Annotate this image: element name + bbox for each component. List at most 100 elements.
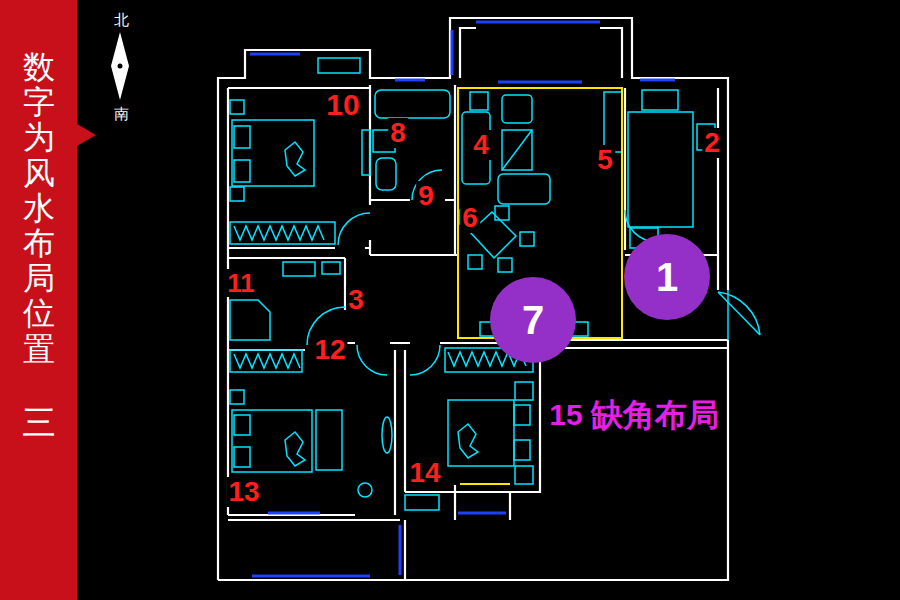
furniture <box>316 410 342 470</box>
furniture <box>405 495 439 510</box>
wall <box>218 579 405 581</box>
callout-number: 4 <box>471 130 491 160</box>
door-arc <box>410 345 440 375</box>
furniture <box>234 160 250 182</box>
furniture <box>515 466 533 484</box>
wall <box>460 28 622 78</box>
banner-title: 数字为风水布局位置 <box>23 50 55 367</box>
furniture <box>283 262 315 276</box>
furniture <box>230 300 270 340</box>
furniture <box>285 142 305 176</box>
furniture <box>514 405 530 425</box>
wall <box>370 85 455 255</box>
window <box>395 79 425 82</box>
side-banner: 数字为风水布局位置三 <box>0 0 77 600</box>
furniture <box>470 92 488 110</box>
callout-number: 5 <box>595 145 615 175</box>
callout-number: 7 <box>522 300 544 340</box>
compass-north: 北 <box>112 12 131 29</box>
furniture <box>502 130 532 170</box>
callout-number: 13 <box>226 477 261 507</box>
window <box>250 53 300 56</box>
furniture <box>376 158 396 190</box>
furniture <box>362 130 370 175</box>
callout-number: 11 <box>225 269 257 297</box>
door-arc <box>307 170 760 375</box>
window <box>498 81 582 84</box>
wall <box>228 247 370 249</box>
furniture <box>458 424 478 458</box>
door-arc <box>357 345 387 375</box>
door-arc <box>718 292 760 335</box>
window <box>451 30 454 75</box>
window <box>458 512 506 515</box>
furniture <box>230 222 335 244</box>
wall <box>370 254 458 256</box>
compass <box>111 32 129 100</box>
compass <box>111 32 129 100</box>
door-arc <box>727 290 729 340</box>
position-circle: 1 <box>624 234 710 320</box>
callout-number: 2 <box>702 128 722 158</box>
furniture <box>234 354 300 368</box>
compass <box>118 64 123 69</box>
furniture <box>234 447 250 467</box>
wall <box>218 18 728 580</box>
callout-number: 8 <box>388 118 408 148</box>
furniture <box>628 112 693 227</box>
furniture <box>230 100 244 114</box>
wall <box>228 257 345 259</box>
callout-number: 6 <box>460 203 480 233</box>
furniture <box>604 92 622 152</box>
furniture <box>234 415 250 435</box>
furniture <box>375 90 450 118</box>
furniture <box>230 350 302 372</box>
window <box>476 21 600 24</box>
furniture <box>232 410 312 472</box>
wall <box>227 88 229 515</box>
window <box>640 79 675 82</box>
wall <box>395 350 405 515</box>
wall <box>405 340 728 580</box>
window <box>252 575 370 578</box>
wall <box>228 515 400 520</box>
living-area-outline <box>460 483 510 485</box>
wall <box>510 348 540 492</box>
furniture <box>234 226 324 240</box>
callout-number: 14 <box>407 458 442 488</box>
window <box>250 22 675 576</box>
furniture <box>382 417 392 453</box>
furniture <box>515 382 533 400</box>
furniture <box>498 174 550 204</box>
furniture <box>495 206 509 220</box>
furniture <box>232 120 314 186</box>
window <box>268 512 320 515</box>
callout-number: 15 <box>547 399 584 431</box>
furniture <box>322 262 340 274</box>
furniture <box>318 58 360 73</box>
furniture <box>520 232 534 246</box>
window <box>399 525 402 575</box>
furniture <box>230 58 715 510</box>
position-circle: 7 <box>490 277 576 363</box>
furniture <box>230 187 244 201</box>
missing-corner-note: 缺角布局 <box>589 398 721 432</box>
furniture <box>642 90 678 110</box>
furniture <box>462 112 490 184</box>
door-arc <box>338 213 370 245</box>
furniture <box>502 95 532 123</box>
furniture <box>498 258 512 272</box>
furniture <box>285 432 305 466</box>
furniture <box>234 126 250 148</box>
callout-number: 1 <box>656 257 678 297</box>
banner-mark: 三 <box>22 405 56 439</box>
callout-number: 3 <box>346 285 366 315</box>
furniture <box>514 440 530 460</box>
furniture <box>448 400 514 466</box>
wall <box>218 18 728 580</box>
furniture <box>468 255 482 269</box>
wall <box>405 485 510 520</box>
compass-south: 南 <box>112 106 131 123</box>
